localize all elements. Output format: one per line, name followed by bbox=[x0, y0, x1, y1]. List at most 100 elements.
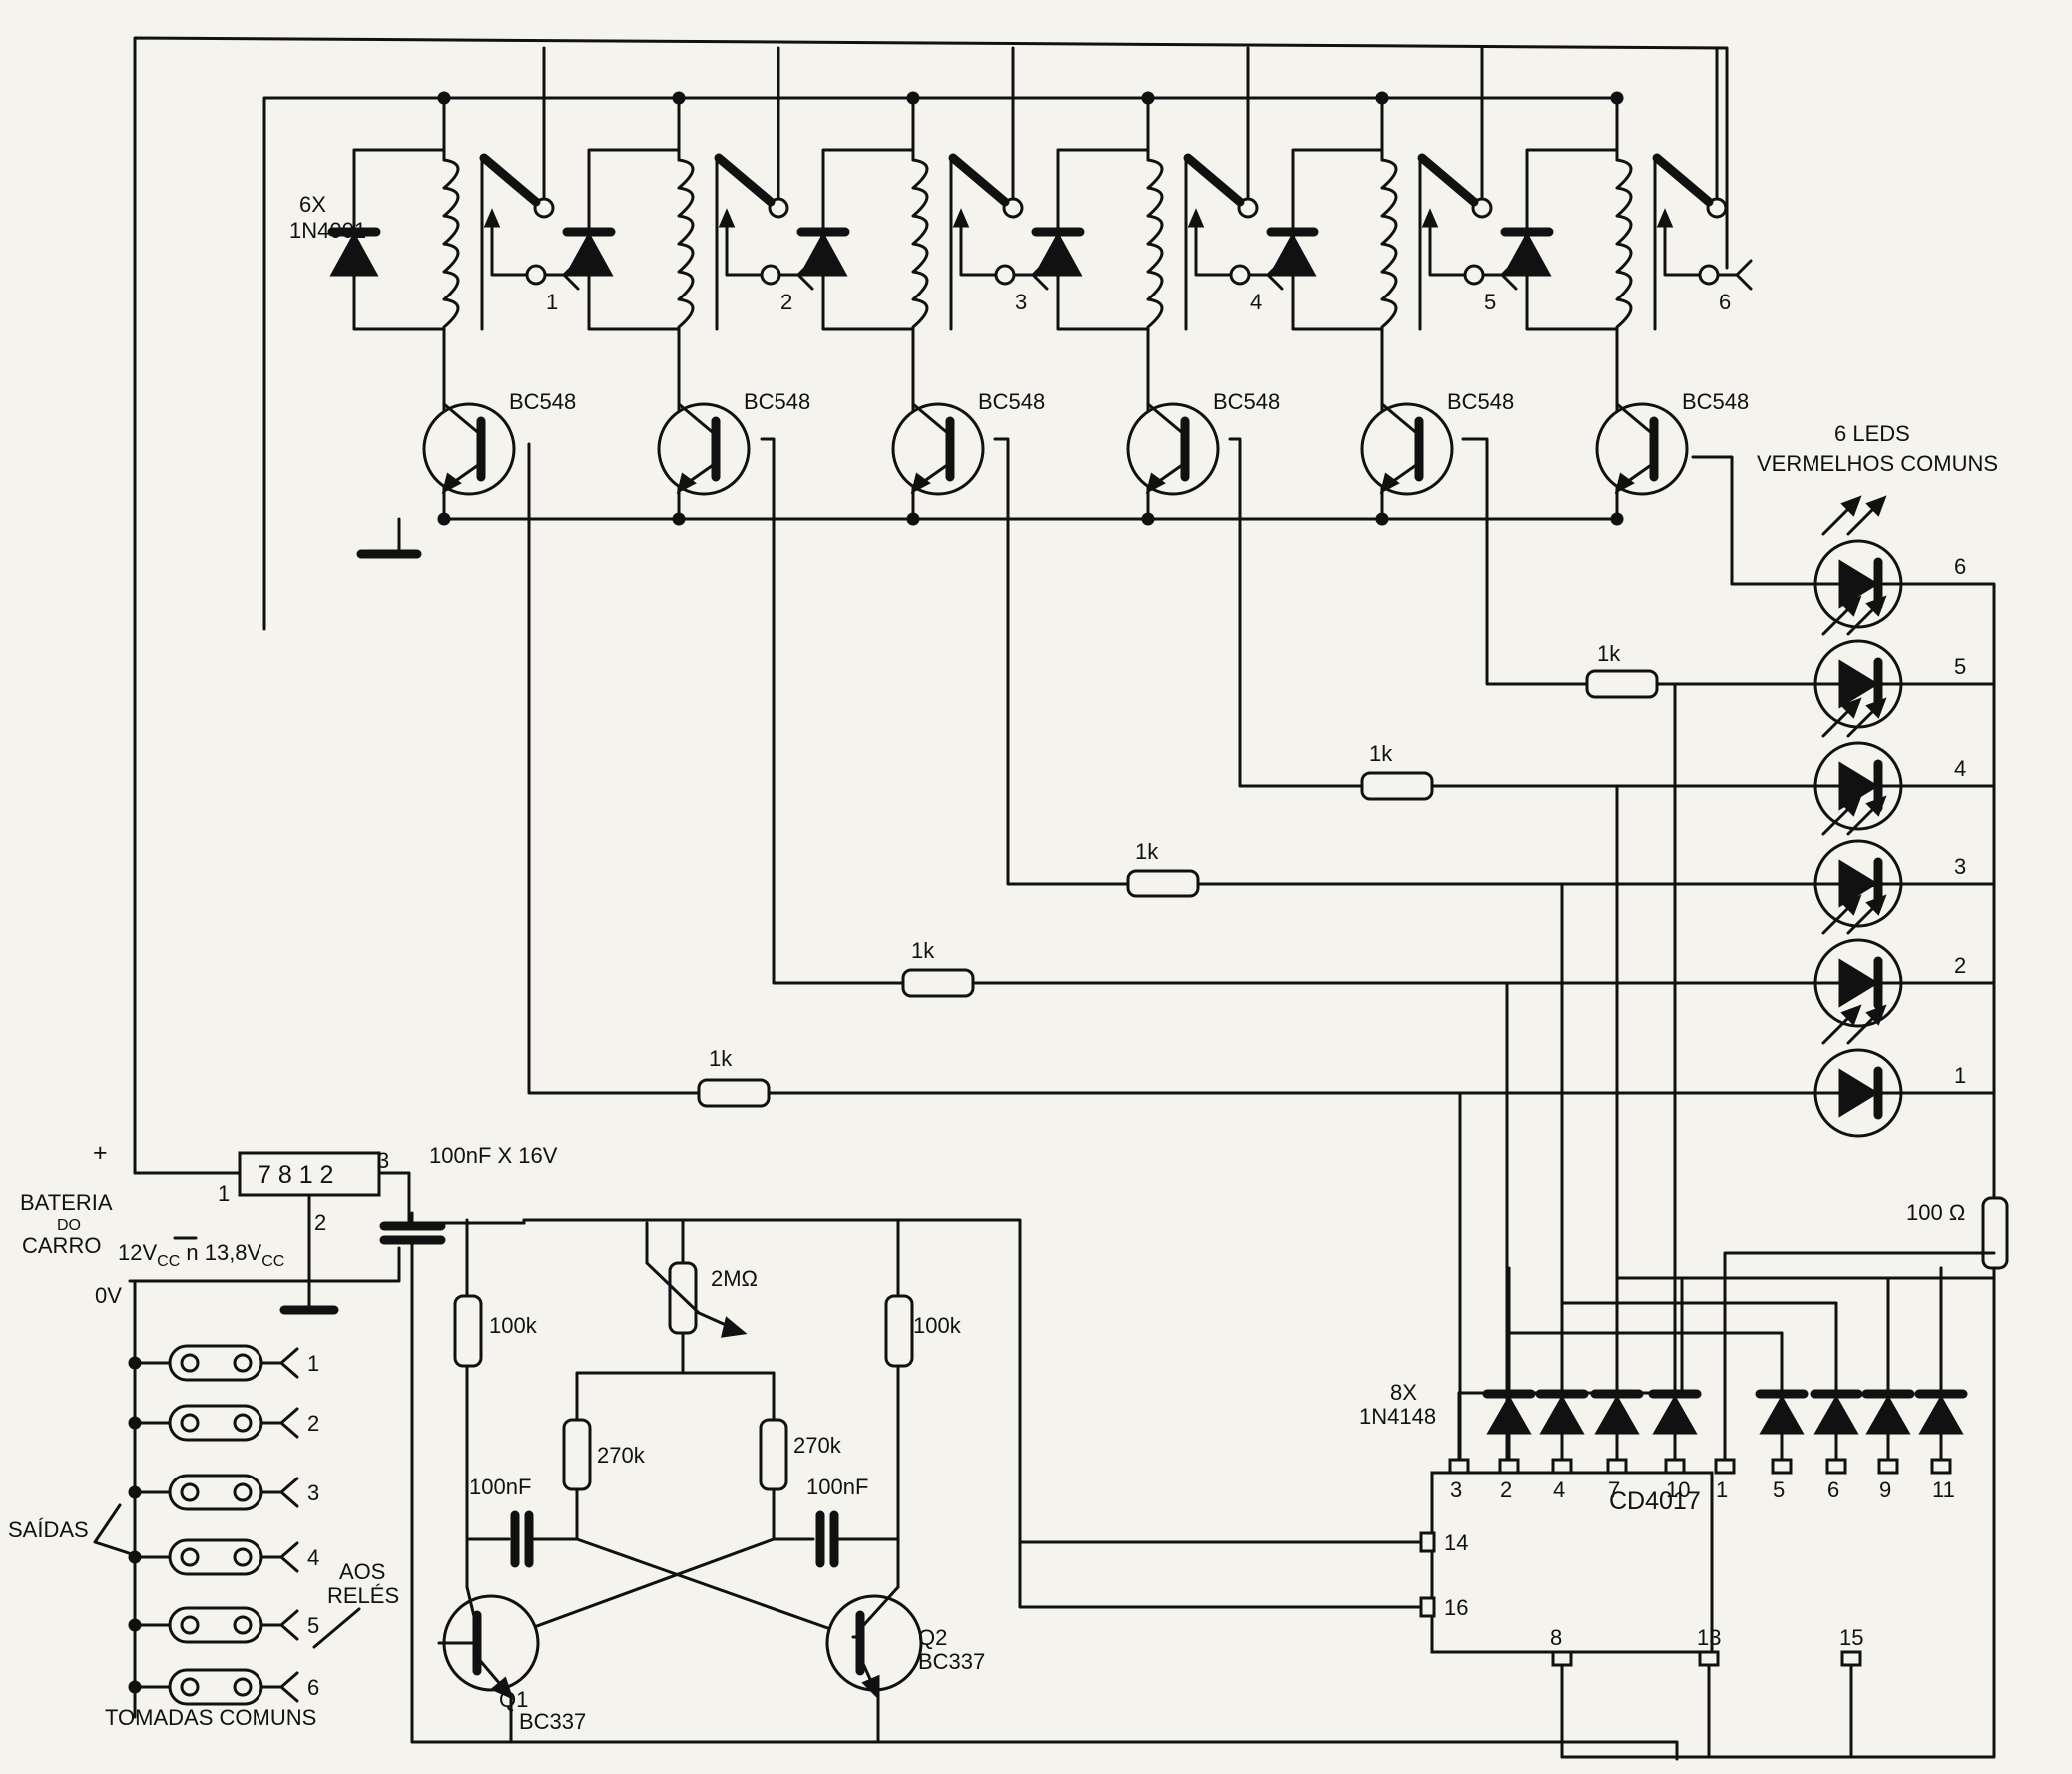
voltage-a-sub: CC bbox=[157, 1253, 180, 1270]
r-collector-right bbox=[884, 1294, 914, 1368]
pin-number: 10 bbox=[1666, 1478, 1690, 1502]
contact-terminal bbox=[1716, 259, 1753, 291]
switch-contact bbox=[1463, 264, 1485, 286]
filter-cap-label: 100nF X 16V bbox=[429, 1143, 558, 1168]
switch-return bbox=[725, 218, 764, 277]
diode-body bbox=[1865, 1394, 1911, 1435]
steering-diode-4 bbox=[1648, 1356, 1702, 1462]
diode-body bbox=[1594, 1394, 1640, 1435]
pin-number: 4 bbox=[1553, 1478, 1565, 1502]
pin-16: 16 bbox=[1419, 1595, 1468, 1620]
socket-hole bbox=[233, 1482, 253, 1502]
socket-hole bbox=[180, 1353, 200, 1373]
led-title-line2: VERMELHOS COMUNS bbox=[1757, 451, 1998, 476]
light-arrow bbox=[1865, 795, 1887, 817]
diode-crosslinks bbox=[1507, 1266, 1943, 1335]
diode-body bbox=[1539, 1394, 1585, 1435]
switch-arrow bbox=[718, 208, 736, 228]
pin-6: 6 bbox=[1825, 1458, 1847, 1502]
switch-return bbox=[1194, 218, 1233, 277]
switch-blade bbox=[948, 153, 1010, 207]
pin-pad bbox=[1877, 1458, 1899, 1475]
switch-contact bbox=[760, 264, 781, 286]
junction bbox=[672, 91, 686, 105]
light-arrow bbox=[1865, 1004, 1887, 1026]
diode-wire bbox=[1056, 148, 1150, 331]
pin-pad bbox=[1714, 1458, 1736, 1475]
cap-left-label: 100nF bbox=[469, 1475, 531, 1499]
pin-5: 5 bbox=[1771, 1458, 1793, 1502]
pin-15: 15 bbox=[1839, 1625, 1863, 1759]
switch-blade bbox=[479, 153, 541, 207]
base-resistor-2 bbox=[901, 968, 975, 998]
pin-pad bbox=[1825, 1458, 1847, 1475]
pin-number: 9 bbox=[1879, 1478, 1891, 1502]
base-resistor-label-4: 1k bbox=[1369, 741, 1393, 766]
socket-terminal bbox=[259, 1541, 299, 1573]
junction bbox=[437, 91, 451, 105]
pin-14: 14 bbox=[1419, 1530, 1468, 1555]
junction bbox=[1610, 91, 1624, 105]
switch-arrow bbox=[483, 208, 501, 228]
base-resistor-label-1: 1k bbox=[709, 1046, 733, 1071]
socket-terminal bbox=[259, 1407, 299, 1439]
pin-number: 6 bbox=[1827, 1478, 1839, 1502]
driver-transistor bbox=[657, 402, 751, 496]
steering-diode-8 bbox=[1914, 1266, 1968, 1462]
flyback-diode bbox=[329, 231, 379, 277]
voltage-label: 12VCC n 13,8VCC bbox=[118, 1240, 284, 1270]
emitter-arrow bbox=[1614, 472, 1635, 494]
driver-transistor bbox=[1595, 402, 1689, 496]
transistor-label: BC548 bbox=[1682, 389, 1749, 414]
socket-2: 2 bbox=[128, 1404, 319, 1442]
diode-wire bbox=[352, 148, 446, 331]
emitter-arrow bbox=[910, 472, 931, 494]
switch-contact bbox=[1698, 264, 1720, 286]
contact-label: 6 bbox=[1719, 290, 1731, 314]
led-2: 2 bbox=[1813, 894, 1966, 1028]
pin-3: 3 bbox=[1448, 1458, 1470, 1502]
r-base-left-label: 270k bbox=[597, 1443, 646, 1468]
diode-body bbox=[1486, 1394, 1532, 1435]
junction bbox=[1375, 512, 1389, 526]
light-arrow bbox=[1840, 697, 1862, 719]
q1-part: BC337 bbox=[519, 1709, 586, 1734]
pin-number: 7 bbox=[1608, 1478, 1620, 1502]
steering-diode-6 bbox=[1810, 1301, 1863, 1462]
pin-pad bbox=[1419, 1596, 1436, 1618]
voltage-mid: n 13,8V bbox=[180, 1240, 261, 1265]
base-resistor-4 bbox=[1360, 771, 1434, 801]
cd4017-label: CD4017 bbox=[1609, 1487, 1701, 1515]
flyback-diode bbox=[798, 231, 848, 277]
outputs-label: SAÍDAS bbox=[8, 1517, 89, 1542]
socket-1: 1 bbox=[128, 1344, 319, 1382]
socket-3: 3 bbox=[128, 1474, 319, 1511]
switch-return bbox=[1428, 218, 1467, 277]
pin-number: 13 bbox=[1697, 1625, 1721, 1650]
socket-hole bbox=[233, 1353, 253, 1373]
socket-terminal bbox=[259, 1609, 299, 1641]
voltage-b-sub: CC bbox=[261, 1253, 284, 1270]
relay-coil bbox=[677, 158, 695, 329]
relay-coil bbox=[911, 158, 929, 329]
base-resistor-label-3: 1k bbox=[1135, 839, 1159, 864]
light-arrow bbox=[1840, 1004, 1862, 1026]
driver-transistor bbox=[1126, 402, 1220, 496]
driver-transistor bbox=[422, 402, 516, 496]
cd4017-chip bbox=[1430, 1471, 1714, 1654]
pin-pad bbox=[1551, 1458, 1573, 1475]
cap-right-label: 100nF bbox=[806, 1475, 868, 1499]
junction bbox=[672, 512, 686, 526]
base-resistors bbox=[697, 669, 1659, 1108]
led-number: 2 bbox=[1954, 953, 1966, 978]
regulator-pin-gnd: 2 bbox=[314, 1210, 326, 1235]
pin-1: 1 bbox=[1714, 1458, 1736, 1502]
diode-wire bbox=[1525, 148, 1619, 331]
emitter-arrow bbox=[1379, 472, 1400, 494]
socket-hole bbox=[180, 1482, 200, 1502]
junction bbox=[1375, 91, 1389, 105]
led-3: 3 bbox=[1813, 795, 1966, 928]
socket-terminal bbox=[259, 1477, 299, 1508]
